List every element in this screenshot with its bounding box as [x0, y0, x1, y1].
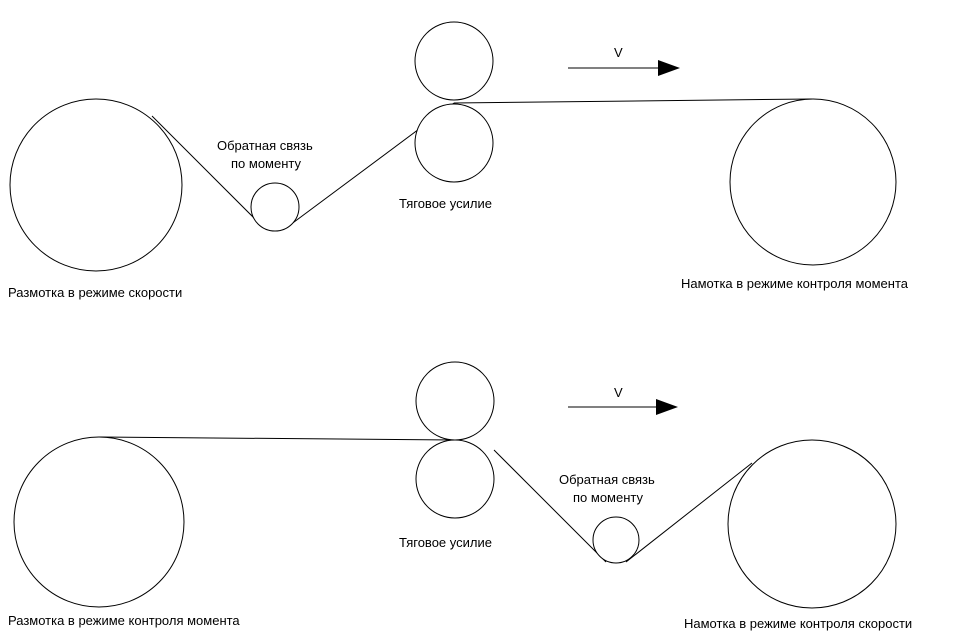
bottom-unwind-label: Размотка в режиме контроля момента: [8, 613, 240, 628]
bottom-velocity-label: V: [614, 385, 623, 400]
bottom-unwind-roll: [13, 436, 185, 608]
bottom-feedback-label-line2: по моменту: [573, 490, 643, 505]
top-web-unwind-to-dancer: [151, 115, 265, 229]
top-unwind-label: Размотка в режиме скорости: [8, 285, 182, 300]
top-lower-nip-roll: [414, 103, 494, 183]
top-rewind-roll: [729, 98, 897, 266]
top-feedback-label-line1: Обратная связь: [217, 138, 313, 153]
bottom-rewind-label: Намотка в режиме контроля скорости: [684, 616, 912, 631]
top-traction-label: Тяговое усилие: [399, 196, 492, 211]
bottom-upper-nip-roll: [415, 361, 495, 441]
top-dancer-roll: [250, 182, 300, 232]
top-web-nip-to-rewind: [453, 98, 813, 104]
bottom-web-nip-to-dancer: [493, 449, 607, 563]
top-unwind-roll: [9, 98, 183, 272]
top-rewind-label: Намотка в режиме контроля момента: [681, 276, 909, 291]
bottom-lower-nip-roll: [415, 439, 495, 519]
bottom-web-dancer-to-rewind: [625, 462, 753, 563]
bottom-scheme: V Обратная связь по моменту Тяговое усил…: [8, 361, 912, 631]
top-velocity-label: V: [614, 45, 623, 60]
top-feedback-label-line2: по моменту: [231, 156, 301, 171]
bottom-traction-label: Тяговое усилие: [399, 535, 492, 550]
top-scheme: V Обратная связь по моменту Тяговое усил…: [8, 21, 909, 300]
bottom-rewind-roll: [727, 439, 897, 609]
bottom-feedback-label-line1: Обратная связь: [559, 472, 655, 487]
bottom-dancer-roll: [592, 516, 640, 564]
top-velocity-arrow: [568, 60, 680, 76]
bottom-velocity-arrow: [568, 399, 678, 415]
top-upper-nip-roll: [414, 21, 494, 101]
bottom-web-unwind-to-nip: [98, 436, 456, 441]
